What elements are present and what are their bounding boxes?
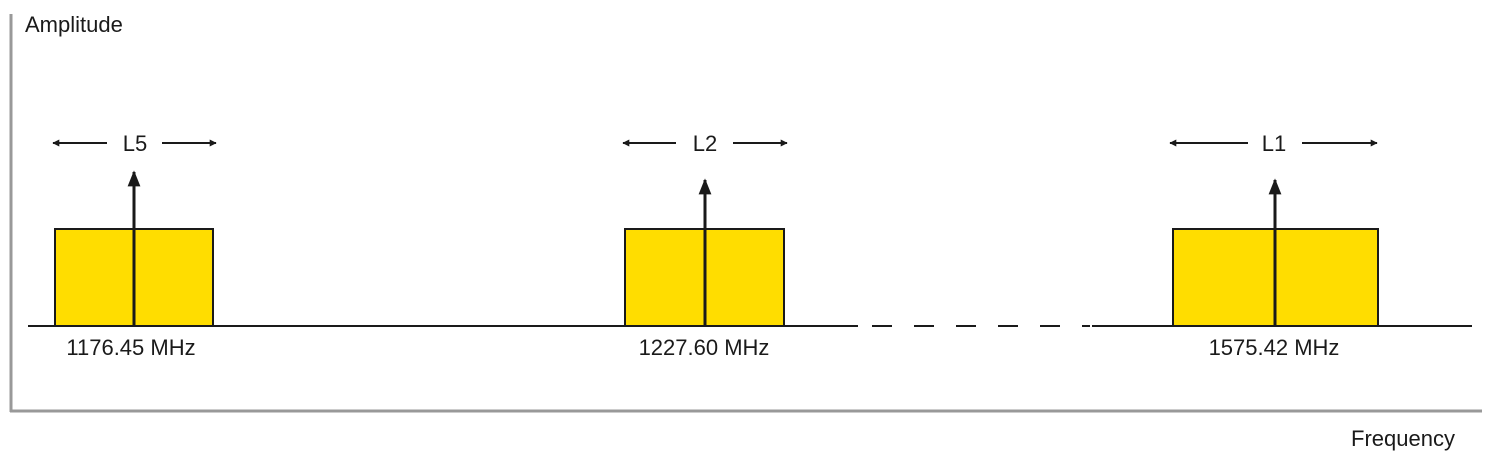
band-l5-name: L5 (123, 131, 147, 156)
band-l2: L2 1227.60 MHz (622, 131, 788, 360)
band-l1: L1 1575.42 MHz (1169, 131, 1379, 360)
band-l5-frequency: 1176.45 MHz (66, 335, 195, 360)
band-l1-frequency: 1575.42 MHz (1209, 335, 1340, 360)
band-l2-name: L2 (693, 131, 717, 156)
band-l1-name: L1 (1262, 131, 1286, 156)
band-l5: L5 1176.45 MHz (52, 131, 217, 360)
y-axis-label: Amplitude (25, 12, 123, 37)
x-axis-label: Frequency (1351, 426, 1455, 451)
band-l2-frequency: 1227.60 MHz (639, 335, 770, 360)
